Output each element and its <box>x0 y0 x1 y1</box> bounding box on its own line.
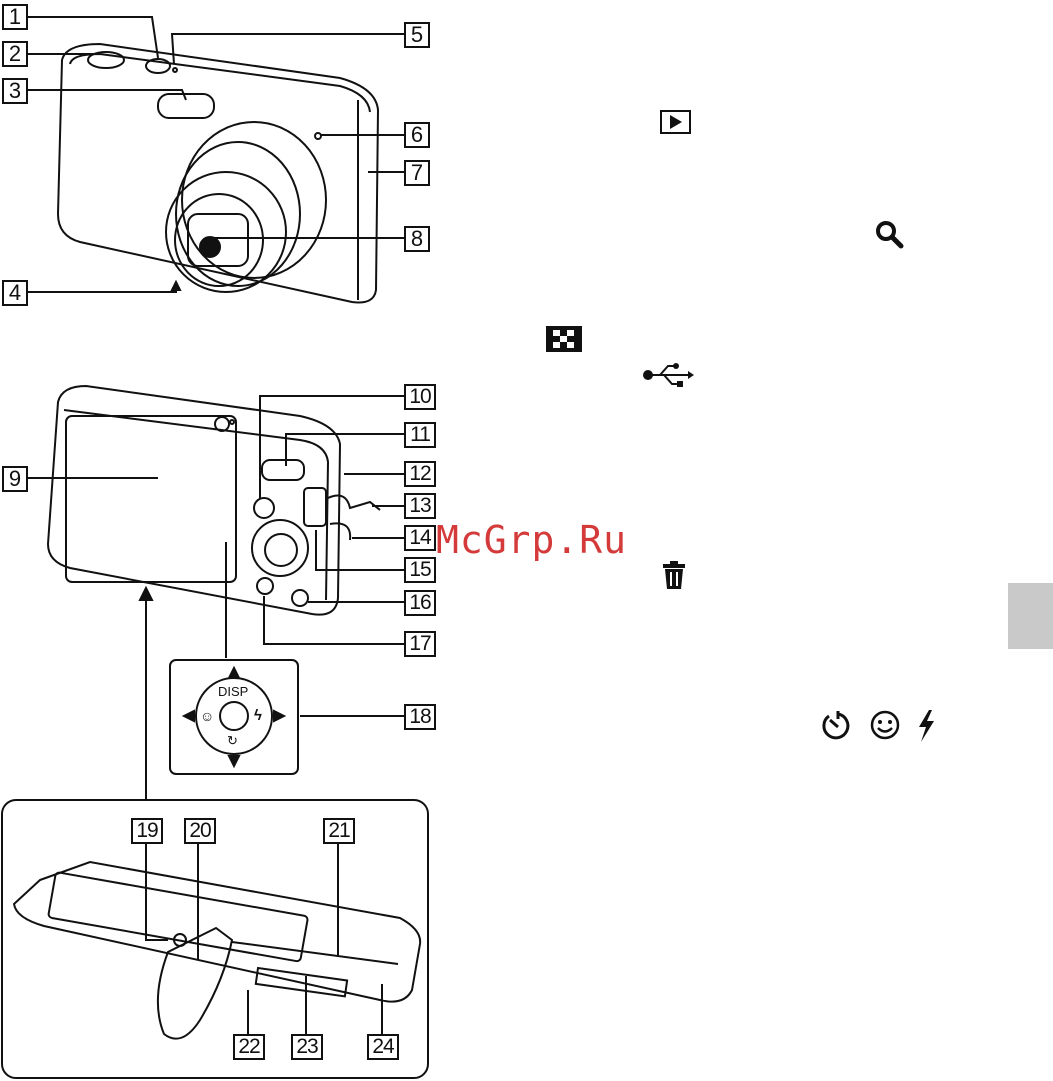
usb-icon <box>642 362 694 388</box>
watermark-text: McGrp.Ru <box>436 518 627 562</box>
checker-index-icon <box>546 326 582 352</box>
callout-15: 15 <box>404 557 436 583</box>
callout-19: 19 <box>131 818 163 844</box>
smile-icon: ☺ <box>200 708 214 724</box>
trash-icon <box>662 560 686 590</box>
callout-21: 21 <box>323 818 355 844</box>
callout-23: 23 <box>291 1034 323 1060</box>
callout-24: 24 <box>367 1034 399 1060</box>
callout-22: 22 <box>233 1034 265 1060</box>
callout-5: 5 <box>404 22 430 48</box>
smile-icon <box>869 709 901 741</box>
callout-16: 16 <box>404 590 436 616</box>
callout-12: 12 <box>404 461 436 487</box>
section-tab <box>1008 583 1053 649</box>
callout-9: 9 <box>2 466 28 492</box>
battery-cover <box>158 928 232 1039</box>
callout-2: 2 <box>2 41 28 67</box>
callout-6: 6 <box>404 122 430 148</box>
callout-14: 14 <box>404 525 436 551</box>
callout-7: 7 <box>404 160 430 186</box>
self-timer-icon: ↻ <box>227 733 238 749</box>
callout-11: 11 <box>404 422 436 448</box>
dpad-disp-label: DISP <box>218 684 248 699</box>
play-icon <box>660 110 691 134</box>
callout-17: 17 <box>404 631 436 657</box>
callout-1: 1 <box>2 4 28 30</box>
callout-13: 13 <box>404 493 436 519</box>
callout-3: 3 <box>2 78 28 104</box>
flash-icon: ϟ <box>254 707 262 724</box>
callout-20: 20 <box>184 818 216 844</box>
bottom-body <box>14 862 420 1002</box>
self-timer-icon <box>821 710 855 742</box>
callout-4: 4 <box>2 280 28 306</box>
magnifier-icon <box>874 219 904 249</box>
flash-icon <box>916 709 936 743</box>
callout-18: 18 <box>404 704 436 730</box>
callout-10: 10 <box>404 384 436 410</box>
back-body <box>48 386 340 615</box>
callout-8: 8 <box>404 226 430 252</box>
